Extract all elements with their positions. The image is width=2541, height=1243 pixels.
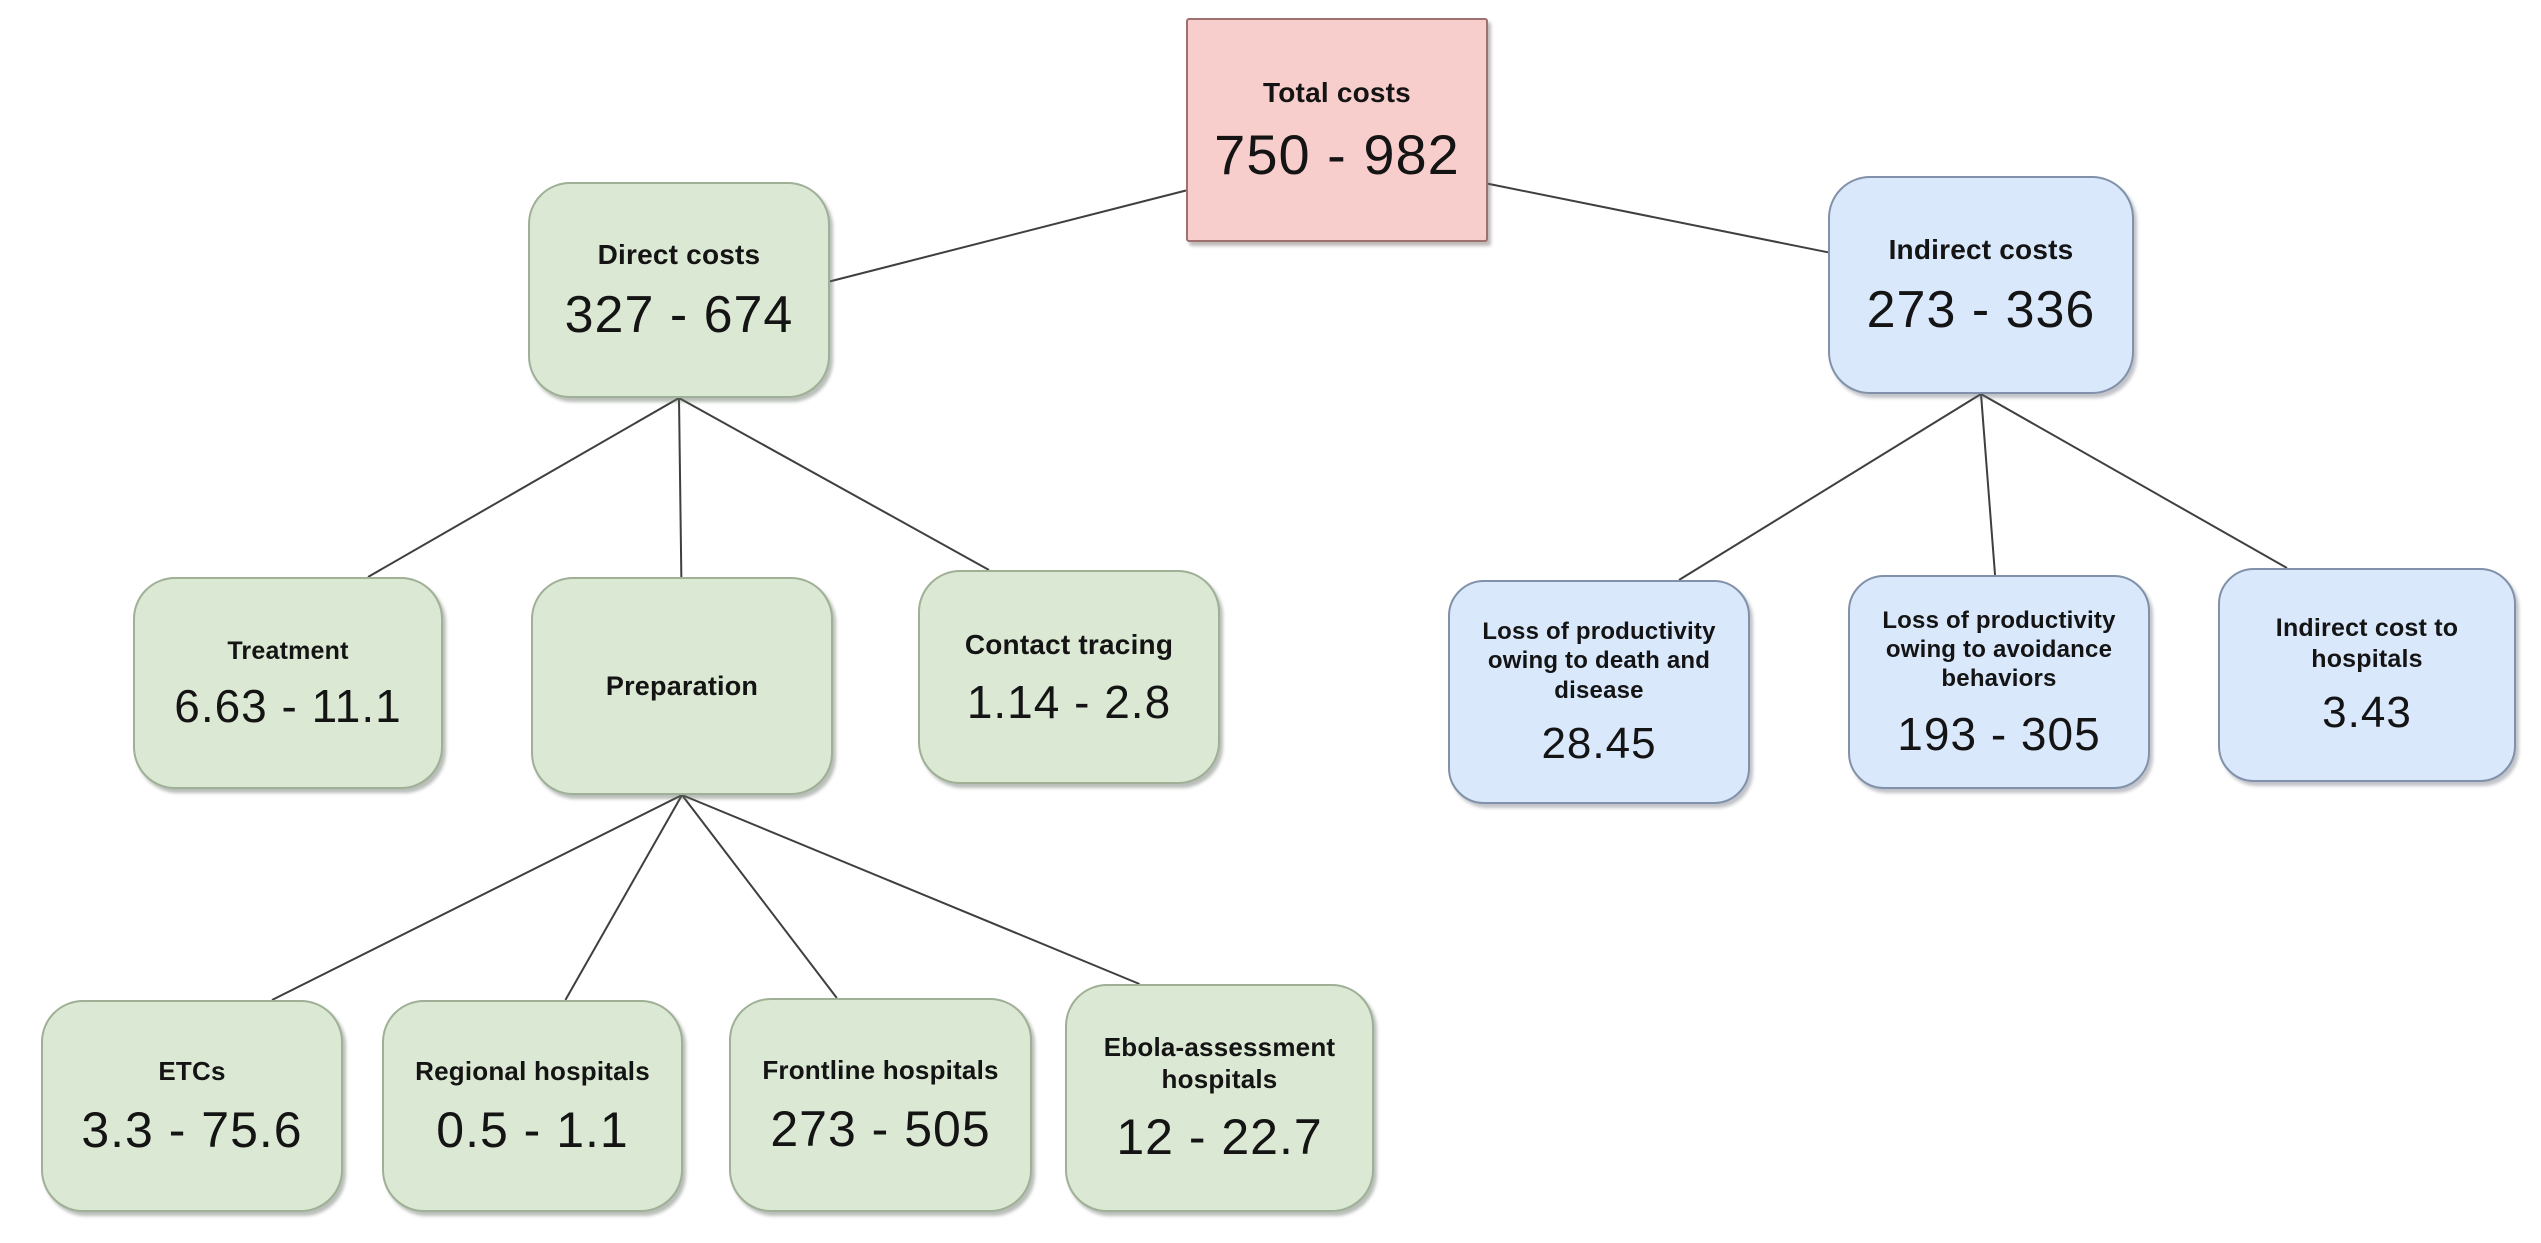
node-regional: Regional hospitals 0.5 - 1.1 xyxy=(382,1000,683,1212)
node-label: ETCs xyxy=(158,1055,226,1086)
node-value: 3.3 - 75.6 xyxy=(81,1101,303,1158)
node-preparation: Preparation xyxy=(531,577,833,795)
node-label: Total costs xyxy=(1263,76,1411,108)
node-label: Direct costs xyxy=(597,238,761,270)
node-frontline: Frontline hospitals 273 - 505 xyxy=(729,998,1032,1212)
node-label: Preparation xyxy=(605,670,759,701)
node-value: 12 - 22.7 xyxy=(1116,1109,1323,1166)
node-value: 28.45 xyxy=(1541,718,1657,768)
node-label: Indirect costs xyxy=(1888,233,2074,265)
node-etcs: ETCs 3.3 - 75.6 xyxy=(41,1000,343,1212)
node-label: Loss of productivity owing to avoidance … xyxy=(1882,606,2116,693)
node-contact: Contact tracing 1.14 - 2.8 xyxy=(918,570,1220,784)
node-label: Treatment xyxy=(227,636,349,665)
node-label: Frontline hospitals xyxy=(762,1054,999,1085)
node-value: 0.5 - 1.1 xyxy=(436,1101,629,1158)
node-treatment: Treatment 6.63 - 11.1 xyxy=(133,577,443,789)
node-value: 1.14 - 2.8 xyxy=(966,675,1172,728)
node-loss-death: Loss of productivity owing to death and … xyxy=(1448,580,1750,804)
node-value: 193 - 305 xyxy=(1897,707,2101,760)
node-label: Contact tracing xyxy=(964,628,1174,660)
node-indirect-hospitals: Indirect cost to hospitals 3.43 xyxy=(2218,568,2516,782)
node-label: Indirect cost to hospitals xyxy=(2275,614,2459,673)
node-value: 6.63 - 11.1 xyxy=(174,680,402,733)
node-loss-avoidance: Loss of productivity owing to avoidance … xyxy=(1848,575,2150,789)
node-value: 273 - 336 xyxy=(1866,280,2096,339)
node-value: 3.43 xyxy=(2322,688,2412,738)
node-indirect: Indirect costs 273 - 336 xyxy=(1828,176,2134,394)
node-value: 327 - 674 xyxy=(564,285,794,344)
node-total: Total costs 750 - 982 xyxy=(1186,18,1488,242)
node-ebola-assessment: Ebola-assessment hospitals 12 - 22.7 xyxy=(1065,984,1374,1212)
node-value: 750 - 982 xyxy=(1214,122,1460,186)
node-value: 273 - 505 xyxy=(770,1100,991,1157)
node-label: Ebola-assessment hospitals xyxy=(1103,1032,1336,1094)
node-label: Loss of productivity owing to death and … xyxy=(1482,618,1716,704)
node-direct: Direct costs 327 - 674 xyxy=(528,182,830,398)
node-label: Regional hospitals xyxy=(415,1055,650,1086)
